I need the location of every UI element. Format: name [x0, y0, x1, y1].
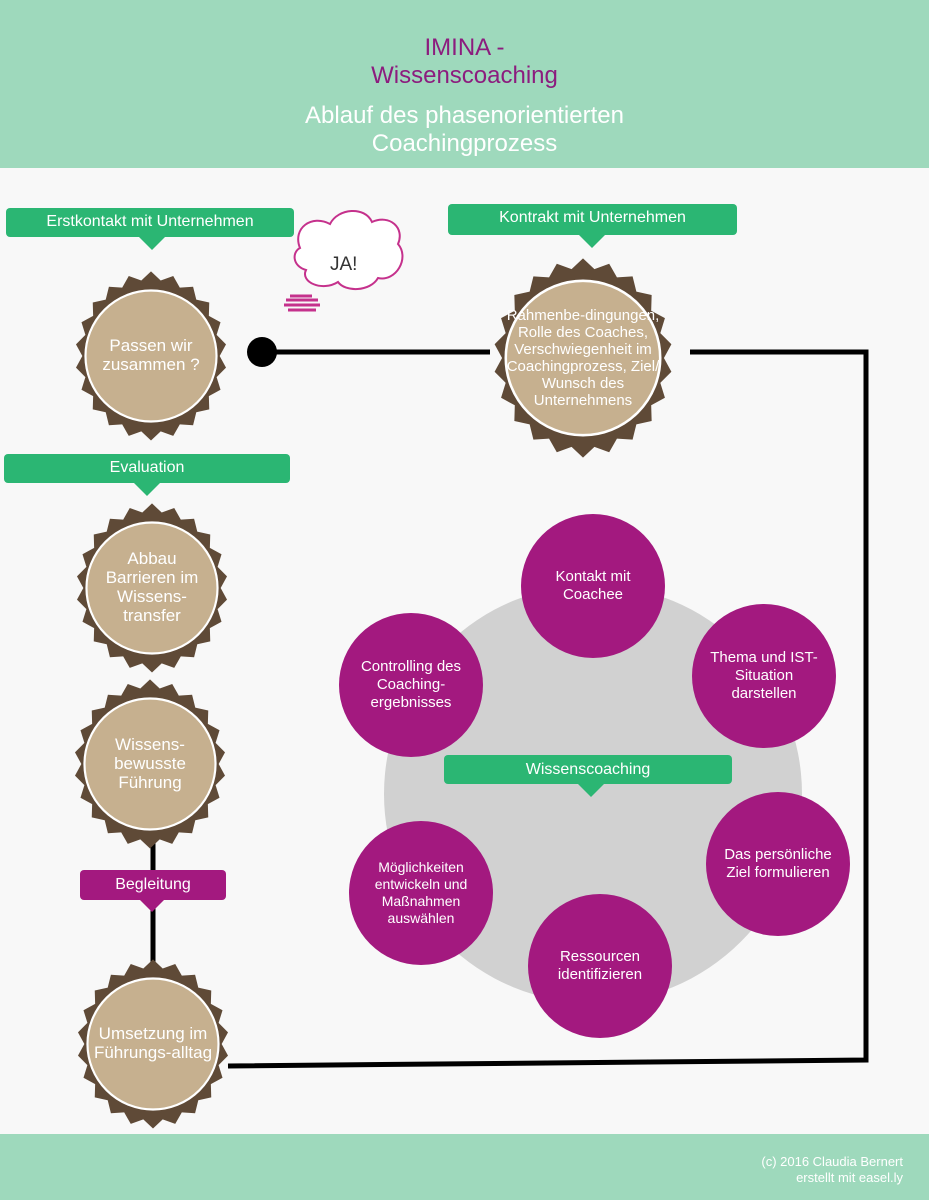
subtitle-line-2: Coachingprozess [371, 130, 558, 157]
phase-controlling-circle [339, 613, 483, 757]
label-begleitung: Begleitung [115, 876, 191, 893]
footer-band [0, 1134, 929, 1200]
label-erstkontakt: Erstkontakt mit Unternehmen [46, 213, 254, 230]
phase-moeglichkeiten-circle [349, 821, 493, 965]
badge-wissensbewusst-text: Wissens-bewusste Führung [114, 734, 186, 792]
phase-moeglichkeiten-text: Möglichkeiten entwickeln und Maßnahmen a… [374, 859, 468, 926]
label-kontrakt: Kontrakt mit Unternehmen [499, 209, 686, 226]
label-evaluation-shape [4, 454, 290, 496]
phase-thema-circle [692, 604, 836, 748]
label-kontrakt-shape [448, 204, 737, 248]
label-wissenscoaching: Wissenscoaching [525, 761, 651, 778]
phase-ressourcen-text: Ressourcen identifizieren [557, 948, 643, 983]
connector-line [227, 349, 869, 1069]
phase-ziel-text: Das persönliche Ziel formulieren [724, 846, 832, 881]
phase-ziel-circle [706, 792, 850, 936]
speech-bubble [284, 210, 404, 312]
subtitle-line-1: Ablauf des phasenorientierten [305, 102, 624, 129]
header-band [0, 0, 929, 168]
badge-umsetzung-text: Umsetzung im Führungs-alltag [93, 1024, 213, 1062]
phase-controlling-text: Controlling des Coaching-ergebnisses [360, 658, 462, 711]
title-line-2: Wissenscoaching [371, 62, 558, 89]
badge-rahmen-text: Rahmenbe-dingungen, Rolle des Coaches, V… [506, 307, 660, 409]
badge-abbau-text: Abbau Barrieren im Wissens-transfer [105, 549, 199, 625]
connector-dot [247, 337, 277, 367]
phase-thema-text: Thema und IST-Situation darstellen [710, 649, 818, 702]
phase-kontakt-text: Kontakt mit Coachee [555, 568, 631, 603]
footer-made-with: erstellt mit easel.ly [796, 1170, 903, 1185]
speech-bubble-text: JA! [330, 254, 358, 275]
title-line-1: IMINA - [424, 34, 505, 61]
label-begleitung-shape [80, 870, 226, 912]
badge-passen-text: Passen wir zusammen ? [102, 336, 200, 374]
footer-copyright: (c) 2016 Claudia Bernert [761, 1154, 903, 1169]
label-erstkontakt-shape [6, 208, 294, 250]
label-evaluation: Evaluation [109, 459, 185, 476]
phase-kontakt-circle [521, 514, 665, 658]
label-wissenscoaching-shape [444, 755, 732, 797]
phase-ressourcen-circle [528, 894, 672, 1038]
